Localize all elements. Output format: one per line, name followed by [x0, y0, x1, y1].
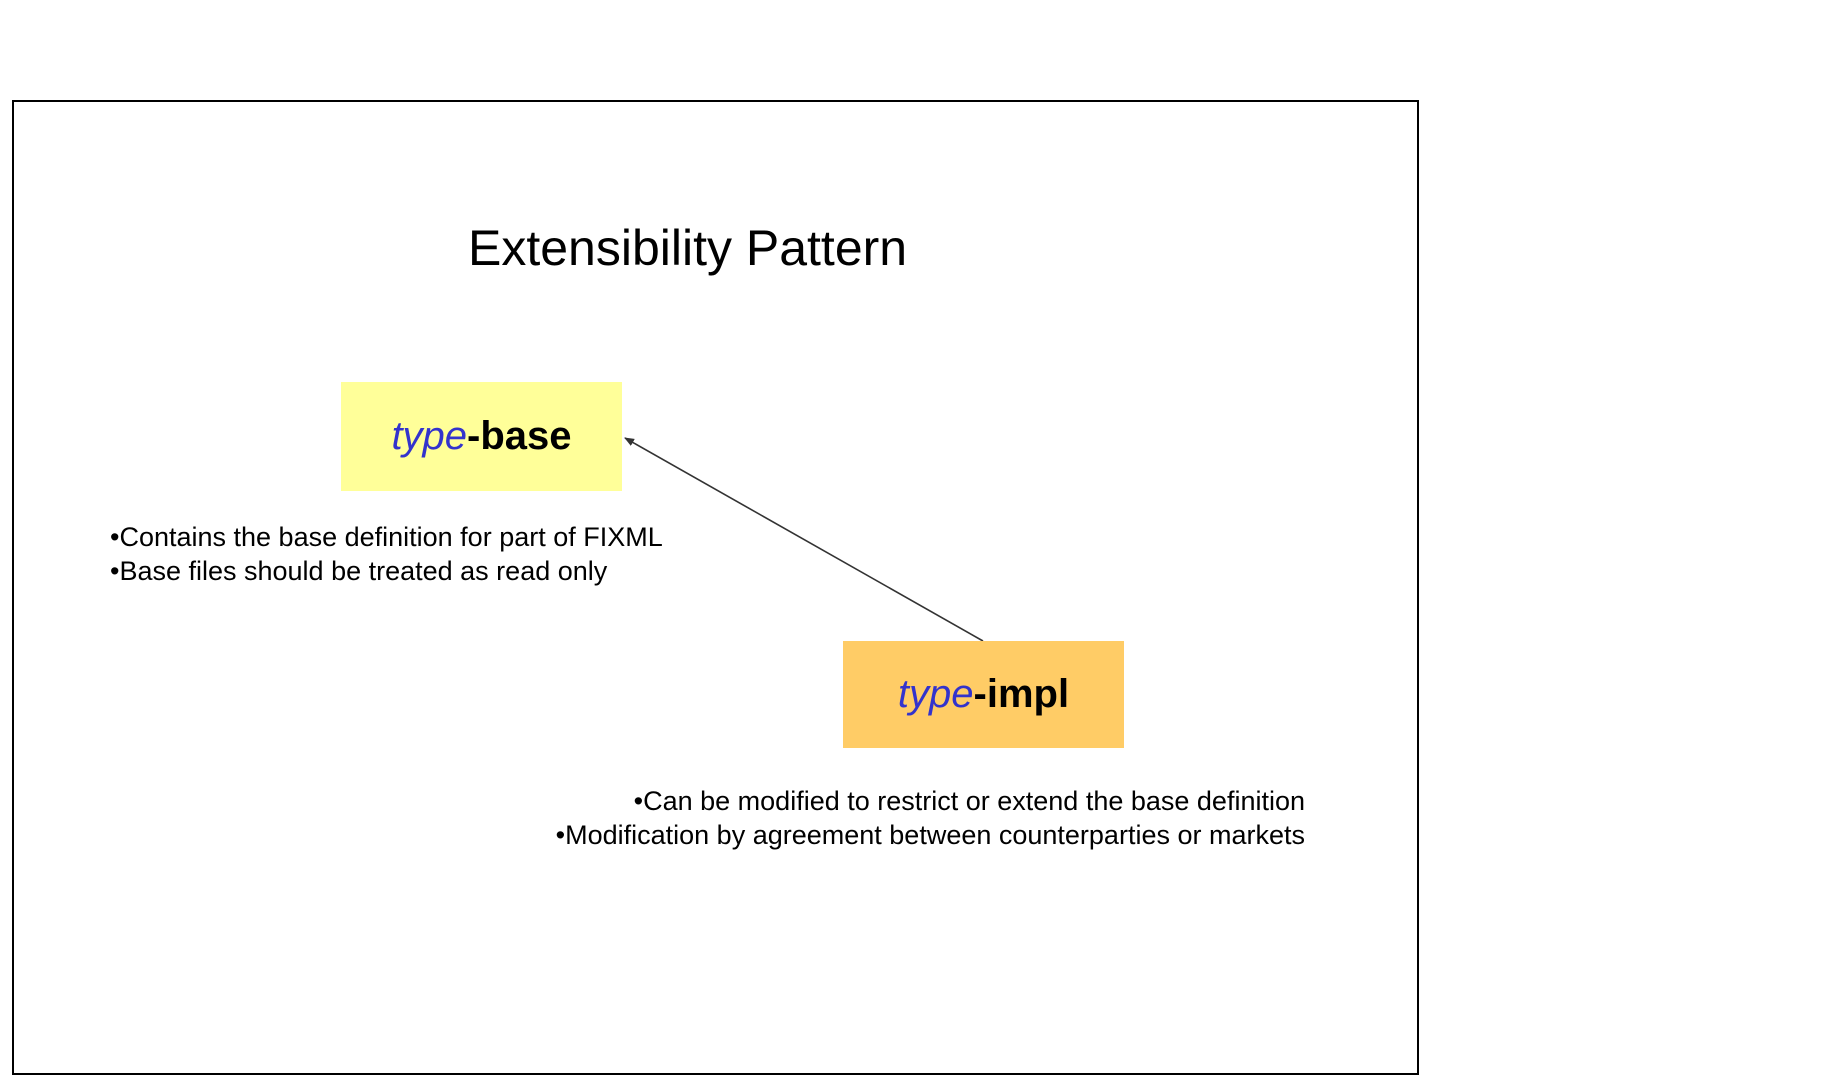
type-impl-keyword: type [897, 672, 974, 716]
bullet-item: •Contains the base definition for part o… [110, 522, 663, 552]
type-base-node: type-base [341, 382, 622, 491]
slide-frame [12, 100, 1419, 1075]
type-impl-node: type-impl [843, 641, 1124, 748]
type-impl-description: •Can be modified to restrict or extend t… [556, 784, 1305, 852]
bullet-item: •Base files should be treated as read on… [110, 556, 608, 586]
bullet-item: •Can be modified to restrict or extend t… [633, 786, 1305, 816]
type-impl-suffix: -impl [973, 672, 1070, 716]
slide-title: Extensibility Pattern [468, 220, 908, 276]
type-base-suffix: -base [467, 414, 572, 458]
type-base-description: •Contains the base definition for part o… [110, 520, 663, 588]
bullet-item: •Modification by agreement between count… [555, 820, 1305, 850]
type-base-keyword: type [391, 414, 468, 458]
